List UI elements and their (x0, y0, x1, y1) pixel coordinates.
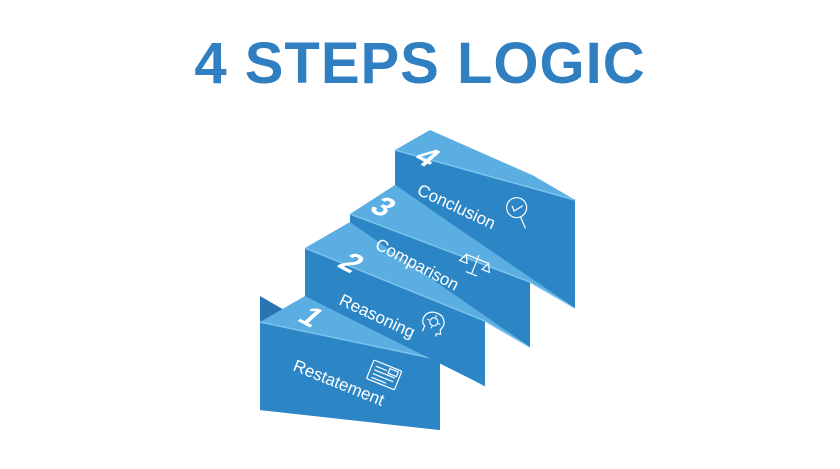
step-2-riser (305, 248, 485, 386)
step-4-riser (395, 150, 575, 308)
step-1-tread (260, 296, 485, 386)
step-4-tread (395, 130, 575, 200)
step-2: 2 Reasoning (304, 222, 531, 386)
step-1-riser (260, 322, 440, 430)
head-gear-icon (421, 311, 445, 337)
page-title: 4 STEPS LOGIC (194, 31, 646, 96)
step-3-riser (350, 214, 530, 347)
balance-scale-icon (458, 253, 490, 277)
step-3: 3 Comparison (349, 185, 576, 347)
document-icon (366, 359, 403, 391)
magnifier-check-icon (506, 197, 528, 229)
step-1: 1 Restatement (259, 296, 486, 430)
